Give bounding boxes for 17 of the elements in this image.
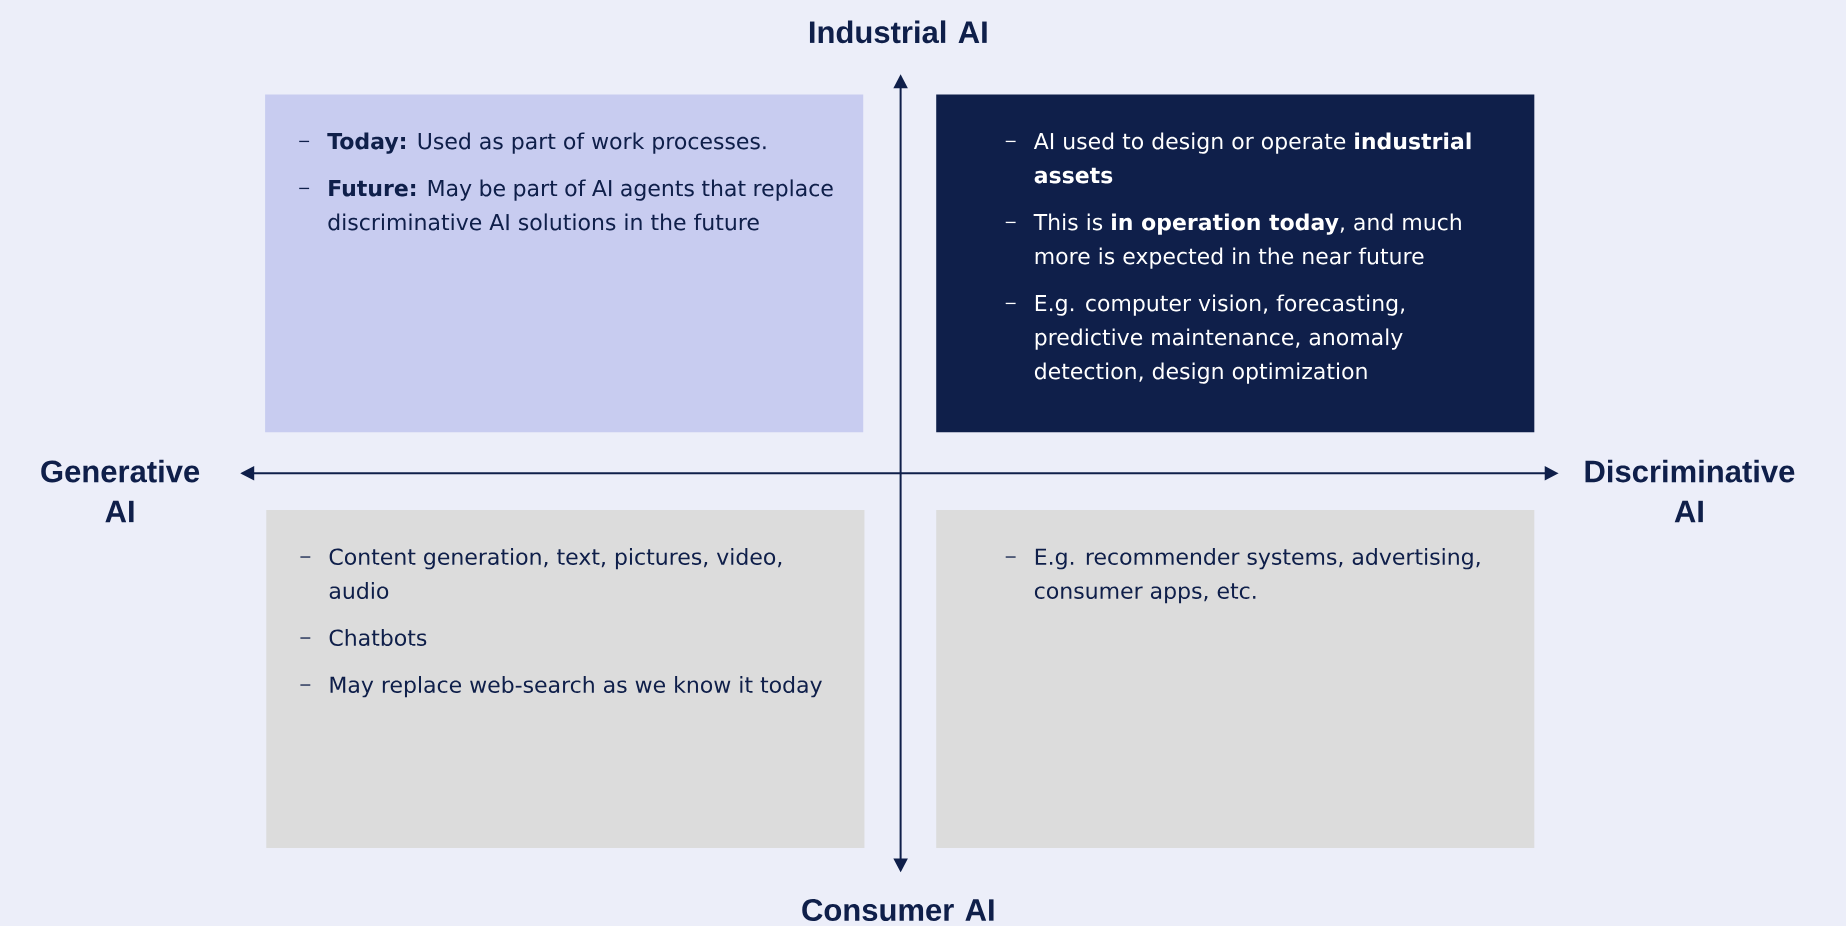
bullet-item: Chatbots	[299, 629, 427, 647]
quadrant-box	[936, 510, 1535, 848]
axis-label: Industrial AI	[809, 20, 987, 44]
bullet-item: E.g. computer vision, forecasting, predictive maintenance, anomaly detection, design optimization	[1005, 294, 1404, 384]
bullet-item: May replace web-search as we know it today	[299, 676, 822, 698]
bullet-item: AI used to design or operate industrial assets	[1005, 132, 1471, 184]
bullet-item: Future: May be part of AI agents that replace discriminative AI solutions in the future	[298, 179, 833, 231]
axis-label: Discriminative AI	[1585, 459, 1795, 523]
bullet-item: E.g. recommender systems, advertising, consumer apps, etc.	[1005, 548, 1480, 604]
quadrant-box	[265, 94, 864, 433]
axis-label: Generative AI	[41, 459, 200, 523]
bullet-item: Today: Used as part of work processes.	[298, 132, 766, 154]
bullet-item: Content generation, text, pictures, video, audio	[299, 548, 782, 600]
bullet-item: This is in operation today, and much more is expected in the near future	[1005, 213, 1461, 269]
axis-label: Consumer AI	[802, 899, 994, 921]
quadrant-box	[936, 94, 1535, 433]
quadrant-box	[266, 510, 865, 848]
